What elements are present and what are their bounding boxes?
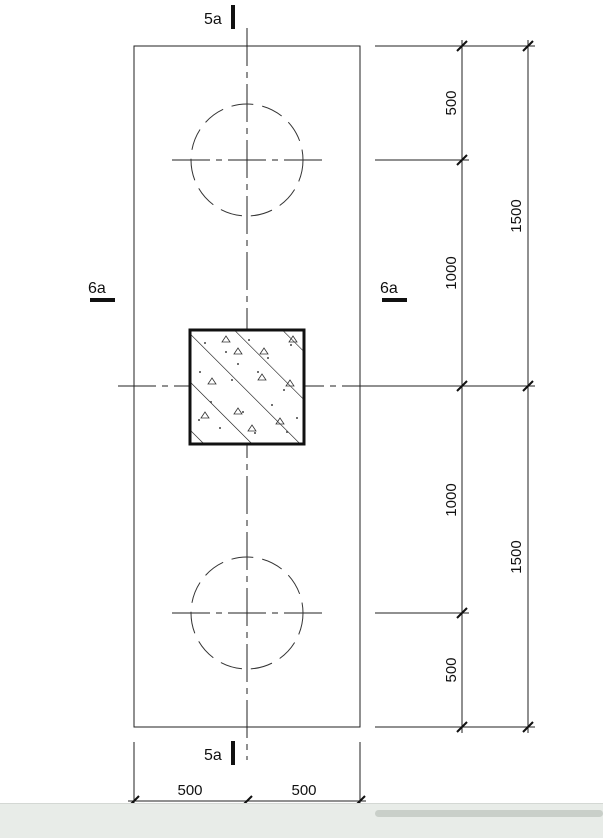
dim-right-outer-2: 1500 bbox=[508, 540, 525, 573]
pile-circle-top bbox=[190, 103, 304, 217]
section-marker-right: 6a bbox=[380, 280, 407, 302]
column-section bbox=[188, 328, 306, 446]
status-bar bbox=[0, 803, 603, 838]
section-marker-bottom: 5a bbox=[204, 741, 235, 765]
section-label-right: 6a bbox=[380, 280, 398, 297]
right-dimension-lines bbox=[375, 40, 535, 733]
dim-right-inner-2: 1000 bbox=[443, 256, 460, 289]
bottom-dimension-lines bbox=[128, 742, 366, 808]
dim-right-outer-1: 1500 bbox=[508, 199, 525, 232]
dim-bottom-left: 500 bbox=[177, 782, 202, 799]
dim-right-inner-3: 1000 bbox=[443, 483, 460, 516]
section-marker-left: 6a bbox=[88, 280, 115, 302]
section-label-bottom: 5a bbox=[204, 747, 222, 764]
dim-right-inner-1: 500 bbox=[443, 90, 460, 115]
section-label-top: 5a bbox=[204, 11, 222, 28]
pile-circle-bottom bbox=[190, 556, 304, 670]
section-marker-top: 5a bbox=[204, 5, 235, 29]
section-label-left: 6a bbox=[88, 280, 106, 297]
right-dimension-ticks bbox=[456, 40, 534, 733]
dim-right-inner-4: 500 bbox=[443, 657, 460, 682]
horizontal-scrollbar-thumb[interactable] bbox=[375, 810, 603, 817]
right-dimension-texts: 500 1000 1000 500 1500 1500 bbox=[443, 90, 525, 682]
dim-bottom-right: 500 bbox=[291, 782, 316, 799]
